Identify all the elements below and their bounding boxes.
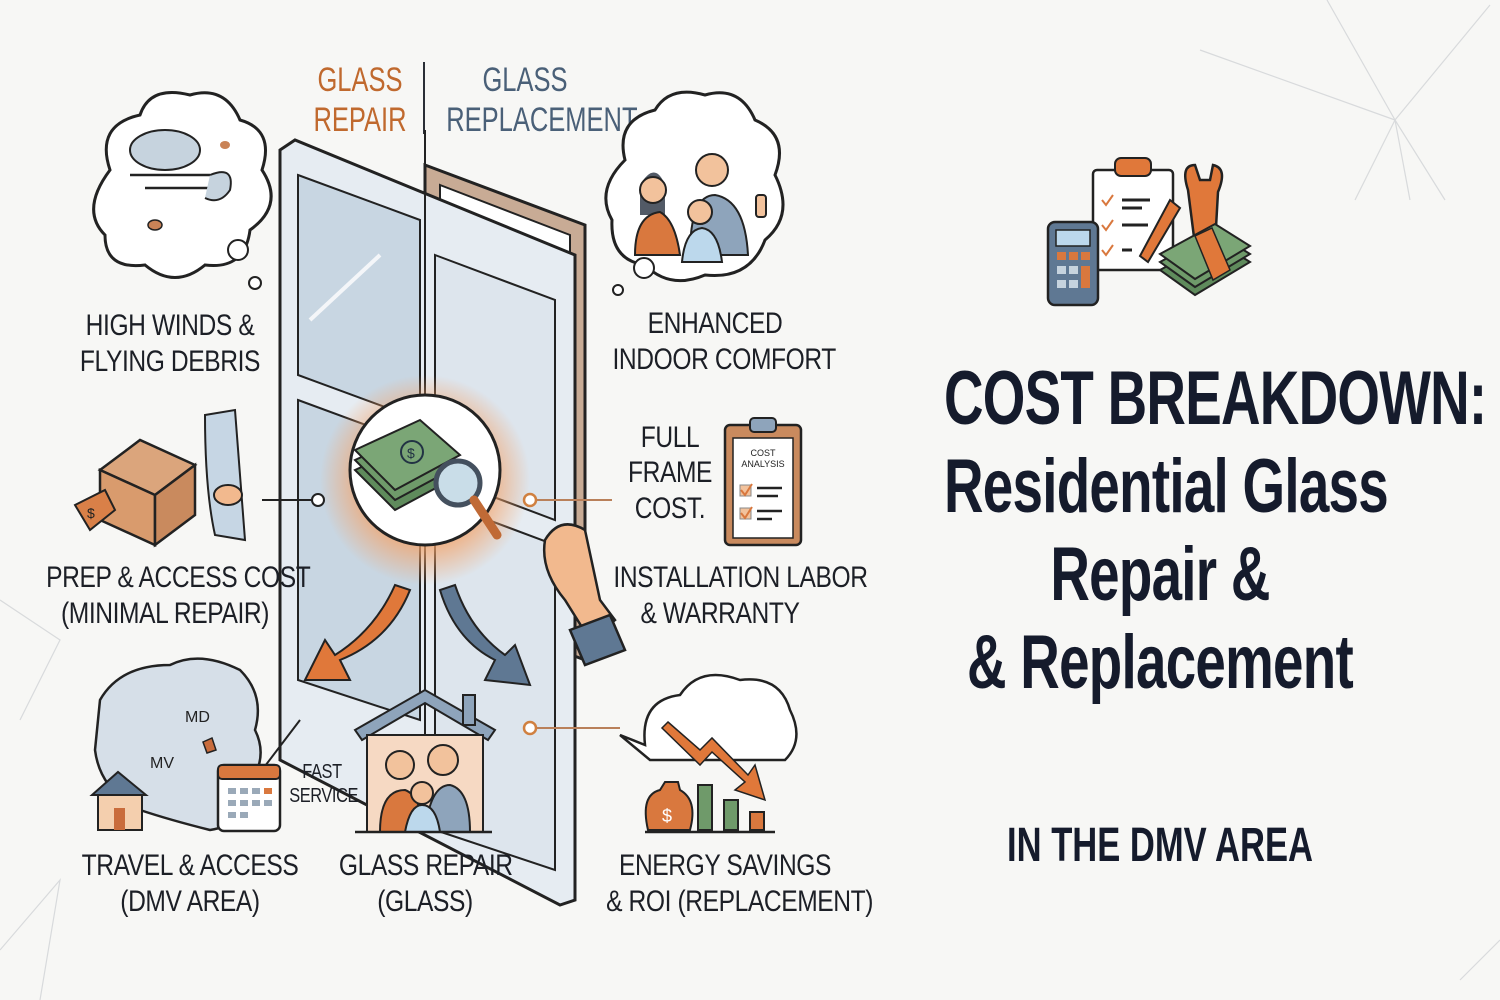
- title-line: Repair &: [1050, 532, 1270, 617]
- replacement-arrow-icon: [438, 583, 532, 687]
- svg-text:$: $: [407, 445, 415, 461]
- label-line: FRAME: [627, 456, 713, 490]
- label-enhanced-comfort: ENHANCED INDOOR COMFORT: [612, 306, 837, 378]
- label-line: FULL: [640, 421, 700, 454]
- glass-repair-header-line: REPAIR: [313, 101, 407, 139]
- svg-text:$: $: [87, 505, 95, 521]
- label-line: (DMV AREA): [120, 885, 260, 918]
- fast-service-label: FAST SERVICE: [289, 760, 359, 808]
- label-line: GLASS REPAIR: [338, 849, 513, 882]
- label-line: HIGH WINDS &: [85, 309, 255, 342]
- title-line: Residential Glass: [944, 444, 1389, 529]
- header-divider: [423, 62, 425, 134]
- page-subtitle: IN THE DMV AREA: [1007, 819, 1313, 872]
- label-line: TRAVEL & ACCESS: [81, 849, 299, 882]
- map-label-md: MD: [185, 709, 210, 726]
- glass-replacement-header-line: GLASS: [482, 61, 568, 99]
- fast-service-line: FAST: [302, 761, 342, 783]
- label-line: & ROI (REPLACEMENT): [606, 885, 874, 918]
- label-line: INSTALLATION LABOR: [613, 561, 868, 594]
- glass-repair-header-line: GLASS: [317, 61, 403, 99]
- label-installation: INSTALLATION LABOR & WARRANTY: [613, 560, 868, 632]
- label-line: & WARRANTY: [640, 597, 800, 630]
- label-line: (GLASS): [377, 885, 473, 918]
- label-line: COST.: [634, 491, 706, 525]
- page-title: COST BREAKDOWN: Residential Glass Repair…: [860, 355, 1487, 707]
- repair-arrow-icon: [303, 583, 412, 681]
- label-line: INDOOR COMFORT: [612, 343, 837, 376]
- label-energy-savings: ENERGY SAVINGS & ROI (REPLACEMENT): [606, 848, 874, 920]
- label-glass-repair: GLASS REPAIR (GLASS): [338, 848, 513, 920]
- label-travel-access: TRAVEL & ACCESS (DMV AREA): [79, 848, 300, 920]
- label-line: PREP & ACCESS COST: [46, 561, 311, 594]
- svg-text:$: $: [662, 806, 672, 826]
- clipboard-text-cost: COST: [750, 448, 776, 458]
- fast-service-line: SERVICE: [289, 785, 359, 807]
- label-line: ENHANCED: [647, 307, 783, 340]
- label-line: ENERGY SAVINGS: [618, 849, 832, 882]
- title-line: & Replacement: [967, 620, 1354, 705]
- clipboard-text-analysis: ANALYSIS: [741, 459, 784, 469]
- glass-repair-header: GLASS REPAIR: [311, 60, 409, 140]
- label-prep-access: PREP & ACCESS COST (MINIMAL REPAIR): [46, 560, 311, 632]
- label-line: (MINIMAL REPAIR): [60, 597, 270, 630]
- title-line: COST BREAKDOWN:: [944, 356, 1487, 441]
- label-high-winds: HIGH WINDS & FLYING DEBRIS: [79, 308, 261, 380]
- label-line: FLYING DEBRIS: [79, 345, 261, 378]
- label-full-frame: FULL FRAME COST.: [625, 420, 715, 526]
- map-label-mv: MV: [150, 755, 174, 772]
